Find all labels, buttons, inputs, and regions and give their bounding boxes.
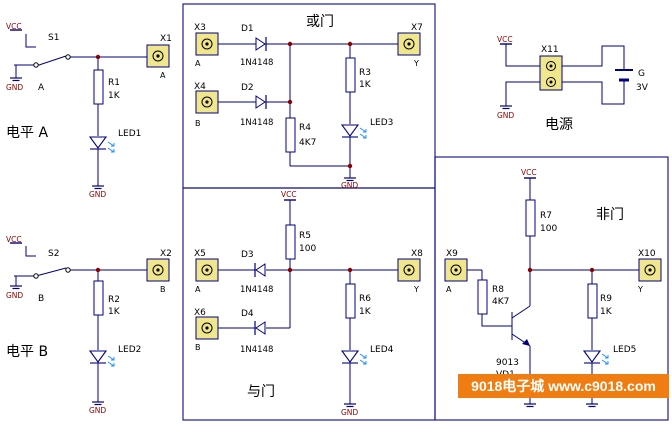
s1-label: S1 — [48, 33, 59, 43]
vcc-label-power: VCC — [497, 35, 513, 44]
x7-label: X7 — [411, 23, 423, 33]
led2-label: LED2 — [118, 345, 141, 355]
vcc-label-a: VCC — [6, 22, 22, 31]
x10-label: X10 — [638, 249, 656, 259]
d4-part: 1N4148 — [240, 345, 273, 355]
power-circuit — [505, 44, 625, 106]
x1-label: X1 — [160, 34, 172, 44]
battery-voltage: 3V — [636, 83, 649, 93]
and-gate-title: 与门 — [247, 384, 275, 400]
gnd-label-or: GND — [341, 181, 358, 190]
x6-pin: B — [195, 343, 201, 352]
d3-label: D3 — [241, 250, 254, 260]
s1-pos-label: A — [38, 83, 45, 93]
r9-label: R9 — [600, 294, 612, 304]
s2-label: S2 — [48, 249, 59, 259]
or-gate-title: 或门 — [306, 14, 334, 30]
r8-value: 4K7 — [492, 297, 509, 307]
gnd-label-power: GND — [497, 111, 514, 120]
gnd-label-a: GND — [6, 83, 23, 92]
x11-label: X11 — [541, 45, 559, 55]
x6-label: X6 — [194, 308, 206, 318]
level-a-title: 电平 A — [6, 125, 48, 141]
r6-value: 1K — [359, 307, 372, 317]
r6-label: R6 — [359, 294, 371, 304]
r8-label: R8 — [492, 285, 504, 295]
x2-pin: B — [160, 285, 166, 294]
d1-label: D1 — [241, 24, 254, 34]
x10-pin: Y — [637, 285, 643, 294]
level-a-circuit — [14, 34, 148, 186]
d3-part: 1N4148 — [240, 285, 273, 295]
level-b-circuit — [14, 246, 148, 402]
vcc-label-b: VCC — [6, 235, 22, 244]
x3-label: X3 — [194, 23, 206, 33]
led5-label: LED5 — [613, 345, 636, 355]
r5-value: 100 — [299, 244, 316, 254]
x8-label: X8 — [411, 249, 423, 259]
led3-label: LED3 — [370, 118, 393, 128]
gnd-label-led2: GND — [89, 406, 106, 415]
d2-part: 1N4148 — [240, 118, 273, 128]
vcc-label-and: VCC — [281, 190, 297, 199]
d1-part: 1N4148 — [240, 58, 273, 68]
r7-label: R7 — [540, 211, 552, 221]
r3-label: R3 — [359, 68, 371, 78]
x7-pin: Y — [413, 59, 419, 68]
r7-value: 100 — [540, 224, 557, 234]
led1-label: LED1 — [118, 129, 141, 139]
x9-pin: A — [446, 285, 452, 294]
transistor-label: 9013 — [496, 358, 519, 368]
battery-label: G — [638, 69, 645, 79]
x11-terminal — [539, 55, 563, 91]
s2-pos-label: B — [38, 294, 44, 304]
x9-label: X9 — [446, 249, 458, 259]
and-gate-frame — [182, 187, 436, 421]
x2-label: X2 — [160, 249, 172, 259]
level-b-title: 电平 B — [6, 344, 48, 360]
or-gate-frame — [182, 3, 436, 189]
d2-label: D2 — [241, 83, 254, 93]
r5-label: R5 — [299, 231, 311, 241]
x8-pin: Y — [413, 285, 419, 294]
r4-value: 4K7 — [299, 138, 316, 148]
r2-label: R2 — [108, 295, 120, 305]
gnd-label-and: GND — [341, 408, 358, 417]
x3-pin: A — [195, 59, 201, 68]
x1-pin: A — [160, 71, 166, 80]
vcc-label-not: VCC — [521, 168, 537, 177]
r1-label: R1 — [108, 78, 120, 88]
gnd-label-b: GND — [6, 291, 23, 300]
x5-pin: A — [195, 285, 201, 294]
not-gate-title: 非门 — [596, 207, 624, 223]
site-watermark: 9018电子城 www.c9018.com — [458, 374, 669, 398]
not-gate-frame — [434, 156, 669, 421]
r4-label: R4 — [299, 123, 311, 133]
x4-pin: B — [195, 119, 201, 128]
x5-label: X5 — [194, 249, 206, 259]
d4-label: D4 — [241, 309, 254, 319]
power-title: 电源 — [545, 117, 573, 133]
led4-label: LED4 — [370, 345, 394, 355]
gnd-label-led1: GND — [89, 190, 106, 199]
r9-value: 1K — [600, 307, 613, 317]
r1-value: 1K — [108, 91, 121, 101]
r2-value: 1K — [108, 307, 121, 317]
x4-label: X4 — [194, 82, 206, 92]
r3-value: 1K — [359, 80, 372, 90]
